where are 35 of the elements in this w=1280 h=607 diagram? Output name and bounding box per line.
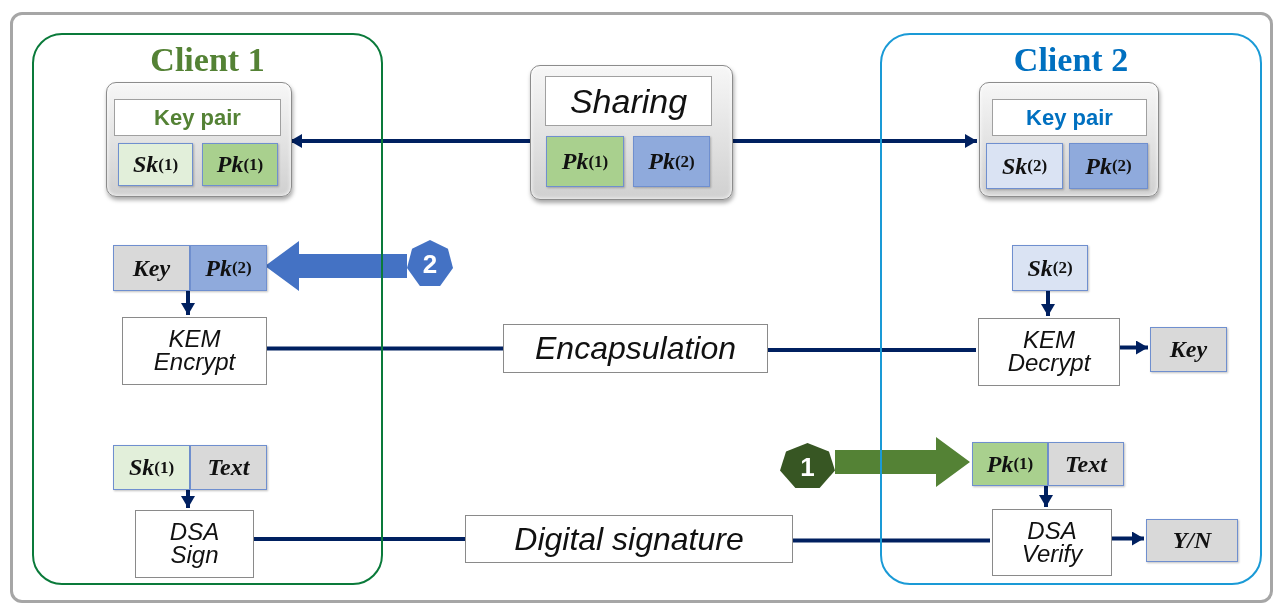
process-box: KEM Decrypt bbox=[978, 318, 1120, 386]
key-group-panel bbox=[106, 82, 292, 197]
key-tile: Key bbox=[113, 245, 190, 291]
block-arrow bbox=[265, 241, 407, 291]
client-panel bbox=[880, 33, 1262, 585]
title-label: Sharing bbox=[545, 76, 712, 126]
key-tile: Y/N bbox=[1146, 519, 1238, 562]
arrow bbox=[1110, 531, 1144, 546]
process-box: DSA Sign bbox=[135, 510, 254, 578]
key-tile: Text bbox=[1048, 442, 1124, 486]
block-arrow bbox=[835, 437, 970, 487]
process-box: KEM Encrypt bbox=[122, 317, 267, 385]
arrow bbox=[1039, 484, 1053, 507]
panel-title: Client 2 bbox=[1013, 41, 1129, 79]
key-tile: Text bbox=[190, 445, 267, 490]
arrow bbox=[290, 134, 530, 148]
label-box: Encapsulation bbox=[503, 324, 768, 373]
key-tile: Key bbox=[1150, 327, 1227, 372]
arrow bbox=[181, 289, 195, 315]
title-label: Key pair bbox=[992, 99, 1147, 136]
connector-line bbox=[252, 537, 465, 541]
connector-line bbox=[768, 348, 976, 352]
process-box: DSA Verify bbox=[992, 509, 1112, 576]
client-panel bbox=[32, 33, 383, 585]
title-label: Key pair bbox=[114, 99, 281, 136]
arrow bbox=[181, 488, 195, 508]
connector-line bbox=[793, 538, 990, 543]
arrow bbox=[1118, 340, 1148, 355]
key-group-panel bbox=[530, 65, 733, 200]
panel-title: Client 1 bbox=[150, 41, 265, 79]
connector-line bbox=[265, 346, 503, 351]
key-group-panel bbox=[979, 82, 1159, 197]
arrow bbox=[1041, 289, 1055, 316]
arrow bbox=[733, 134, 977, 148]
label-box: Digital signature bbox=[465, 515, 793, 563]
